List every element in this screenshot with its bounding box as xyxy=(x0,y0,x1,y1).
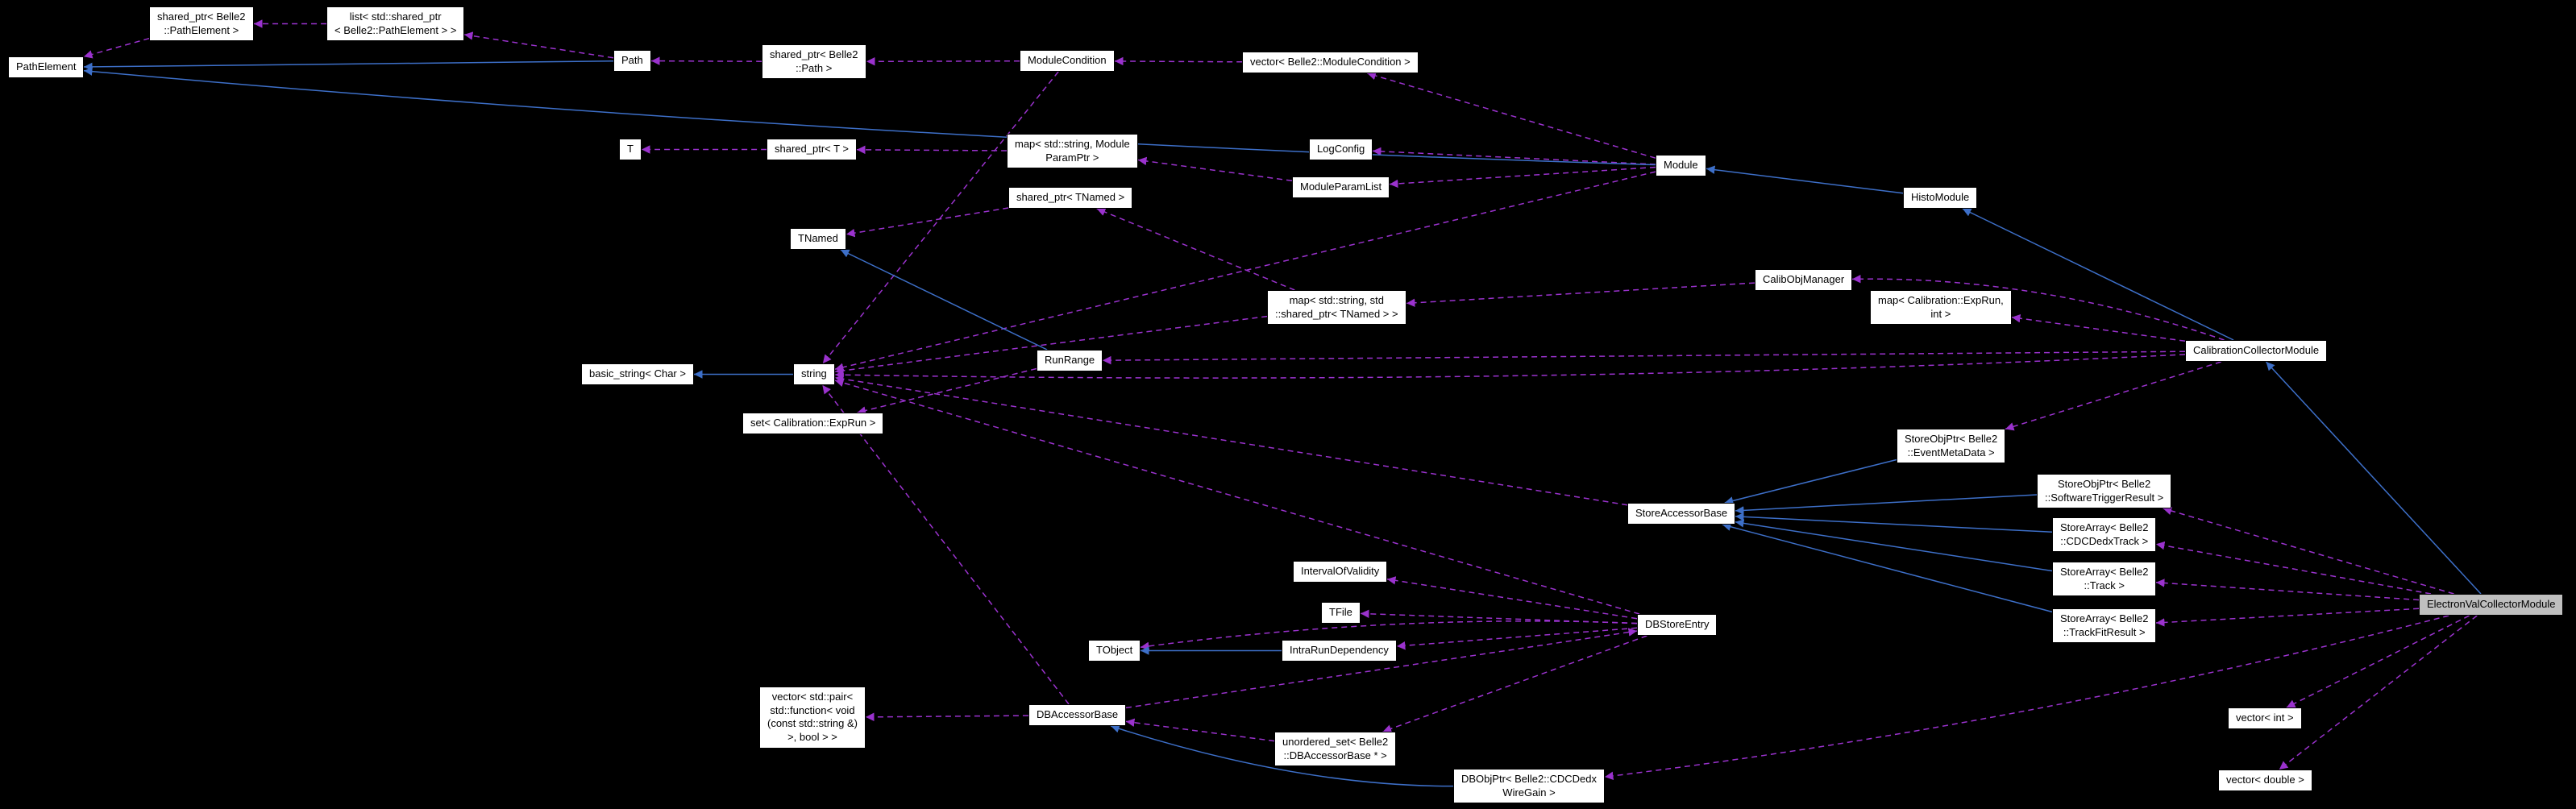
edge-sa_track-storeaccessor xyxy=(1735,519,2053,572)
edge-module-moduleparamlist xyxy=(1389,166,1656,189)
edge-sptr_path-path xyxy=(650,56,762,65)
edge-uset_dbaccessor-dbaccessor xyxy=(1125,718,1275,742)
class-node-calibobjmanager[interactable]: CalibObjManager xyxy=(1755,269,1853,291)
class-node-intrarun[interactable]: IntraRunDependency xyxy=(1282,640,1397,662)
edge-sa_cdcdedxtrack-storeaccessor xyxy=(1735,512,2053,533)
class-node-tobject[interactable]: TObject xyxy=(1088,640,1141,662)
edge-vec_modulecondition-modulecondition xyxy=(1114,56,1243,66)
class-node-uset_dbaccessor[interactable]: unordered_set< Belle2 ::DBAccessorBase *… xyxy=(1274,732,1397,767)
class-node-histomodule[interactable]: HistoModule xyxy=(1903,187,1978,209)
edge-electronval-sa_cdcdedxtrack xyxy=(2155,541,2432,595)
edge-calibcollector-string xyxy=(834,354,2186,380)
edge-module-vec_modulecondition xyxy=(1367,71,1656,159)
edge-sop_eventmeta-storeaccessor xyxy=(1724,458,1897,505)
class-node-vec_double[interactable]: vector< double > xyxy=(2218,770,2312,791)
edge-sop_swtrigger-storeaccessor xyxy=(1735,494,2038,515)
edge-runrange-set_exprun xyxy=(857,367,1037,415)
class-node-set_exprun[interactable]: set< Calibration::ExpRun > xyxy=(742,413,884,434)
class-node-tfile[interactable]: TFile xyxy=(1321,602,1361,624)
edge-dbstoreentry-intervalofvalidity xyxy=(1386,576,1638,620)
edge-dbstoreentry-tobject xyxy=(1140,620,1638,651)
edge-dbstoreentry-uset_dbaccessor xyxy=(1382,635,1647,733)
class-node-dbobjptr[interactable]: DBObjPtr< Belle2::CDCDedx WireGain > xyxy=(1453,769,1605,804)
edge-dbobjptr-dbaccessor xyxy=(1110,724,1454,787)
class-node-modulecondition[interactable]: ModuleCondition xyxy=(1020,50,1115,72)
class-node-sptr_t[interactable]: shared_ptr< T > xyxy=(767,139,858,160)
edge-moduleparamlist-map_moduleparamptr xyxy=(1137,156,1293,182)
class-node-moduleparamlist[interactable]: ModuleParamList xyxy=(1292,176,1390,198)
edge-dbstoreentry-intrarun xyxy=(1396,627,1638,650)
edge-calibcollector-calibobjmanager xyxy=(1851,274,2225,341)
edge-dbaccessor-dbstoreentry xyxy=(1125,628,1638,709)
edge-map_moduleparamptr-sptr_t xyxy=(856,145,1008,155)
class-node-runrange[interactable]: RunRange xyxy=(1037,350,1103,371)
class-node-intervalofvalidity[interactable]: IntervalOfValidity xyxy=(1293,561,1388,583)
edge-electronval-dbobjptr xyxy=(1604,615,2449,781)
class-node-dbaccessor[interactable]: DBAccessorBase xyxy=(1028,704,1127,726)
edge-sptr_pathelement-pathelement xyxy=(83,37,150,59)
class-node-map_sptr_tnamed[interactable]: map< std::string, std ::shared_ptr< TNam… xyxy=(1267,290,1406,326)
class-node-storeaccessor[interactable]: StoreAccessorBase xyxy=(1627,503,1736,525)
edge-module-pathelement xyxy=(83,67,1656,166)
edge-map_sptr_tnamed-sptr_tnamed xyxy=(1096,208,1295,291)
class-node-tnamed[interactable]: TNamed xyxy=(790,228,846,250)
class-node-string[interactable]: string xyxy=(793,363,835,385)
edge-group xyxy=(83,19,2482,787)
edge-modulecondition-sptr_path xyxy=(866,57,1020,66)
class-node-basic_string[interactable]: basic_string< Char > xyxy=(581,363,694,385)
edge-histomodule-module xyxy=(1706,165,1904,194)
class-node-sptr_path[interactable]: shared_ptr< Belle2 ::Path > xyxy=(762,44,866,80)
class-node-pathelement[interactable]: PathElement xyxy=(8,56,85,78)
edge-electronval-sa_trackfit xyxy=(2155,608,2420,627)
class-node-t[interactable]: T xyxy=(619,139,642,160)
edge-calibobjmanager-map_sptr_tnamed xyxy=(1406,282,1755,308)
edge-calibcollector-sop_eventmeta xyxy=(2005,361,2221,431)
edge-sptr_tnamed-tnamed xyxy=(846,207,1009,238)
class-node-sptr_pathelement[interactable]: shared_ptr< Belle2 ::PathElement > xyxy=(149,6,254,42)
edge-module-string xyxy=(834,171,1656,371)
class-node-sop_eventmeta[interactable]: StoreObjPtr< Belle2 ::EventMetaData > xyxy=(1897,429,2006,464)
class-node-electronval[interactable]: ElectronValCollectorModule xyxy=(2419,594,2564,616)
edge-path-pathelement xyxy=(83,60,614,72)
edge-electronval-vec_int xyxy=(2286,615,2470,708)
class-node-vec_pair_callback[interactable]: vector< std::pair< std::function< void (… xyxy=(759,687,866,749)
class-node-path[interactable]: Path xyxy=(613,50,651,72)
class-node-sptr_tnamed[interactable]: shared_ptr< TNamed > xyxy=(1008,187,1133,209)
class-node-sa_track[interactable]: StoreArray< Belle2 ::Track > xyxy=(2052,562,2157,597)
edge-modulecondition-string xyxy=(822,71,1059,364)
class-node-map_moduleparamptr[interactable]: map< std::string, Module ParamPtr > xyxy=(1007,134,1138,169)
edge-storeaccessor-string xyxy=(834,375,1628,506)
class-node-vec_int[interactable]: vector< int > xyxy=(2228,707,2302,729)
edge-calibcollector-map_exprun_int xyxy=(2011,313,2186,342)
edge-electronval-vec_double xyxy=(2279,615,2478,770)
edge-path-list_sptr_pathelement xyxy=(463,31,614,59)
class-node-sa_trackfit[interactable]: StoreArray< Belle2 ::TrackFitResult > xyxy=(2052,608,2157,644)
class-node-vec_modulecondition[interactable]: vector< Belle2::ModuleCondition > xyxy=(1242,52,1419,73)
edge-sa_trackfit-storeaccessor xyxy=(1722,522,2053,613)
class-node-dbstoreentry[interactable]: DBStoreEntry xyxy=(1637,614,1718,636)
edge-electronval-sa_track xyxy=(2155,579,2420,601)
edge-electronval-calibcollector xyxy=(2265,361,2482,595)
class-node-module[interactable]: Module xyxy=(1656,155,1706,176)
class-node-calibcollector[interactable]: CalibrationCollectorModule xyxy=(2185,340,2328,362)
edge-dbstoreentry-string xyxy=(834,378,1640,615)
edge-calibcollector-histomodule xyxy=(1962,208,2234,341)
class-node-sop_swtrigger[interactable]: StoreObjPtr< Belle2 ::SoftwareTriggerRes… xyxy=(2037,474,2172,509)
edge-module-logconfig xyxy=(1372,147,1656,165)
class-node-map_exprun_int[interactable]: map< Calibration::ExpRun, int > xyxy=(1870,290,2012,326)
edge-electronval-sop_swtrigger xyxy=(2163,506,2454,595)
edge-runrange-tnamed xyxy=(840,249,1048,351)
edge-map_sptr_tnamed-string xyxy=(834,315,1268,375)
class-node-logconfig[interactable]: LogConfig xyxy=(1309,139,1373,160)
edge-dbaccessor-vec_pair_callback xyxy=(865,712,1029,722)
class-node-list_sptr_pathelement[interactable]: list< std::shared_ptr < Belle2::PathElem… xyxy=(326,6,465,42)
edge-calibcollector-runrange xyxy=(1102,351,2186,365)
class-node-sa_cdcdedxtrack[interactable]: StoreArray< Belle2 ::CDCDedxTrack > xyxy=(2052,517,2157,553)
